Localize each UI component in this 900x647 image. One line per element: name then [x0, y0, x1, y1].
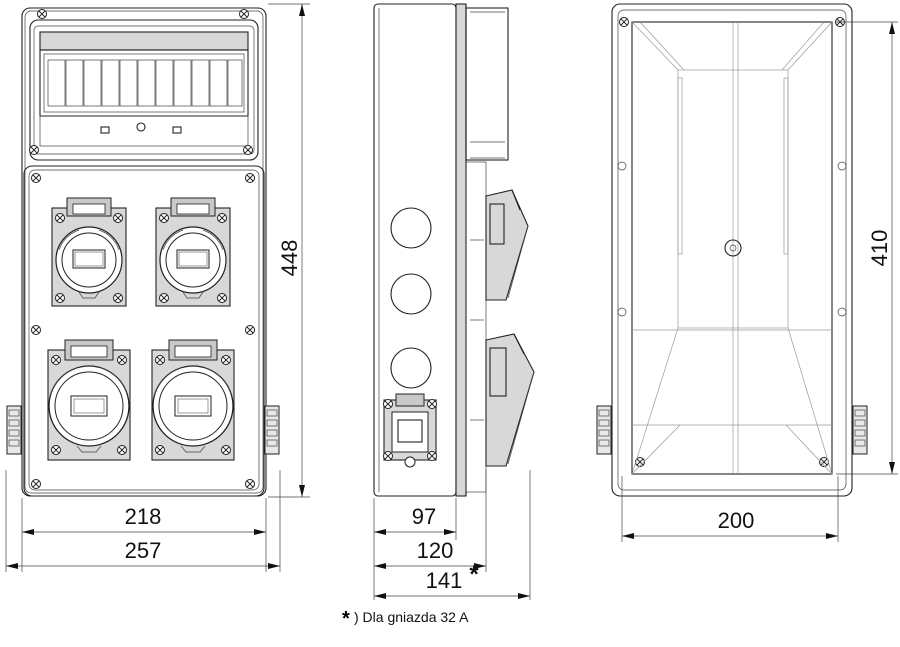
- breaker-module: [29, 19, 259, 161]
- side-total-depth-label: 120: [417, 538, 454, 563]
- socket-module: [23, 165, 265, 497]
- front-inner-width-label: 218: [125, 504, 162, 529]
- footnote-text: ) Dla gniazda 32 A: [354, 609, 469, 625]
- lock-screw: [136, 122, 146, 132]
- cable-entry-3: [390, 347, 432, 389]
- socket-bottom-right: [152, 340, 234, 460]
- back-inner-frame: [631, 21, 833, 475]
- socket-bottom-left: [48, 340, 130, 460]
- socket-top-left: [52, 198, 126, 306]
- side-socket-profile-upper: [485, 189, 529, 301]
- side-socket: [383, 393, 437, 468]
- front-view: 448 218 257: [5, 3, 310, 572]
- cable-entry-2: [390, 273, 432, 315]
- cable-entry-1: [390, 207, 432, 249]
- breaker-window-hinge: [39, 31, 249, 51]
- back-height-label: 410: [867, 230, 892, 267]
- back-enclosure-outline: [611, 3, 853, 497]
- front-mounting-clip-left: [6, 405, 22, 455]
- latch-right: [172, 126, 182, 134]
- side-lid-edge: [455, 3, 467, 497]
- front-outer-width-label: 257: [125, 538, 162, 563]
- side-socket-depth-asterisk: *: [469, 561, 479, 588]
- back-view: 410 200: [596, 3, 898, 542]
- back-mounting-clip-left: [596, 405, 612, 455]
- back-rail-left: [677, 77, 683, 255]
- side-socket-profile-lower: [485, 333, 535, 467]
- front-height-label: 448: [277, 240, 302, 277]
- side-breaker-cover: [465, 7, 509, 161]
- back-mounting-clip-right: [852, 405, 868, 455]
- latch-left: [100, 126, 110, 134]
- side-socket-depth-label: 141: [426, 568, 463, 593]
- back-rail-right: [783, 77, 789, 255]
- breaker-slots: [47, 59, 243, 107]
- front-mounting-clip-right: [264, 405, 280, 455]
- footnote-mark: *: [342, 608, 350, 630]
- socket-top-right: [156, 198, 230, 306]
- side-body-depth-label: 97: [412, 504, 436, 529]
- back-width-label: 200: [718, 508, 755, 533]
- side-view: 97 120 141 * * ) Dla gniazda 32 A: [342, 3, 535, 630]
- back-center-mount: [724, 239, 742, 257]
